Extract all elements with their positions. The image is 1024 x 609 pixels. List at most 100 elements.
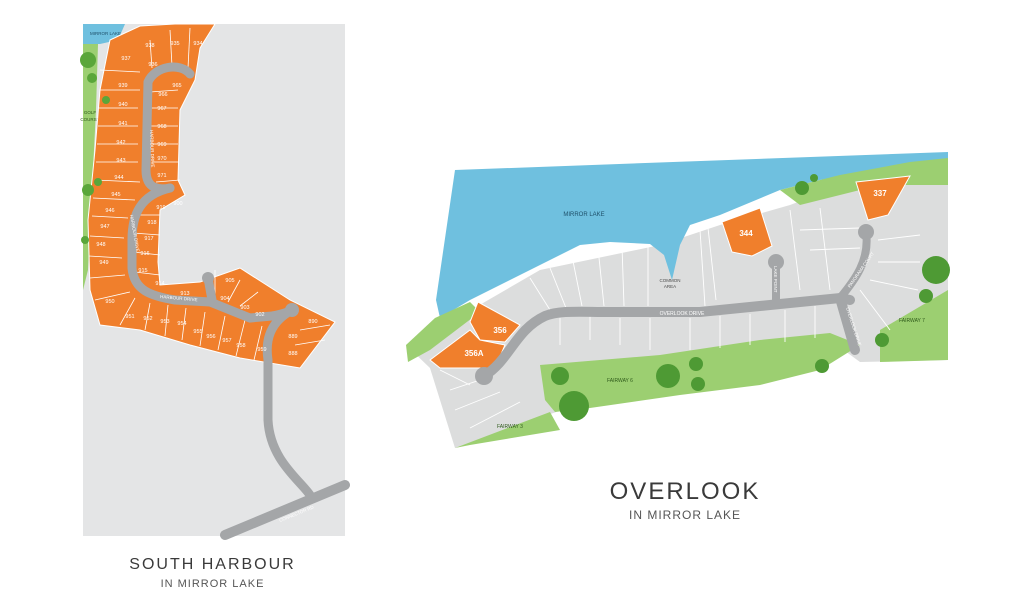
lot-label: 913 [180,291,189,297]
overlook-title: OVERLOOK [609,478,761,505]
cul-de-sac-2 [285,303,299,317]
lot-label: 942 [116,140,125,146]
lot-356 [469,301,521,343]
overlook-lake-label: MIRROR LAKE [563,212,604,218]
lot-label: 951 [125,314,134,320]
lot-label-337: 337 [873,189,887,198]
lot-label: 958 [236,343,245,349]
lot-label: 953 [160,319,169,325]
road-label-2: HARBOUR DRIVE [129,214,140,252]
lot-label: 945 [111,192,120,198]
lot-label: 959 [257,347,266,353]
lot-label: 937 [121,56,130,62]
golf-left [406,302,480,362]
overlook-subtitle: IN MIRROR LAKE [628,508,741,522]
fairway-3-area [455,412,560,448]
tree-icon [559,391,589,421]
south-harbour-lake-label: MIRROR LAKE [90,31,121,36]
golf-label-2: COURSE [80,117,99,122]
lot-label: 903 [240,305,249,311]
lot-label: 949 [99,260,108,266]
tree-icon [810,174,818,182]
lot-label: 905 [225,278,234,284]
lot-label: 890 [308,319,317,325]
lot-label: 957 [222,338,231,344]
tree-icon [81,236,89,244]
overlook-cul-de-sac-1 [475,367,493,385]
tree-icon [82,184,94,196]
tree-icon [689,357,703,371]
south-harbour-title: SOUTH HARBOUR [129,556,296,573]
tree-icon [815,359,829,373]
lot-label: 969 [157,142,166,148]
lot-label: 967 [157,106,166,112]
lot-label: 971 [157,173,166,179]
tree-icons [80,52,110,244]
overlook-trees [551,174,950,421]
lot-label: 966 [158,92,167,98]
tree-icon [80,52,96,68]
lot-label: 955 [193,329,202,335]
tree-icon [656,364,680,388]
overlook-cul-de-sac-2 [768,254,784,270]
overlook-lot-lines [439,207,921,429]
cul-de-sac-1 [202,272,214,284]
common-area-label-1: COMMON [660,278,681,283]
lot-label-344: 344 [739,229,753,238]
lot-label: 947 [100,224,109,230]
south-harbour-roads [127,62,350,540]
lot-label: 904 [220,296,229,302]
lot-label: 956 [206,334,215,340]
golf-label-1: GOLF [84,110,97,115]
road-label-3: HARBOUR DRIVE [160,294,198,302]
lake-point-label: LAKE POINT [773,266,778,293]
south-harbour-golf [83,44,98,290]
south-harbour-subtitle: IN MIRROR LAKE [160,578,265,590]
lot-label: 936 [148,62,157,68]
fairway-7-area [880,290,948,362]
lot-label: 940 [118,102,127,108]
tree-icon [87,73,97,83]
tree-icon [919,289,933,303]
lot-label: 934 [193,41,202,47]
fairway-6-area [540,333,860,412]
tree-icon [94,178,102,186]
fairway-6-label: FAIRWAY 6 [607,378,633,384]
lot-label: 918 [147,220,156,226]
lot-label-356: 356 [493,326,507,335]
tree-icon [875,333,889,347]
lot-label: 970 [157,156,166,162]
lot-label: 914 [155,281,164,287]
lot-dividers [88,27,331,361]
overlook-lake [436,152,948,318]
lot-356a [429,329,506,369]
tree-icon [102,96,110,104]
fairway-7-label: FAIRWAY 7 [899,318,925,324]
lot-label: 935 [170,41,179,47]
overlook-map: MIRROR LAKE [406,152,950,448]
fairway-3-label: FAIRWAY 3 [497,424,523,430]
overlook-drive-label: OVERLOOK DRIVE [660,311,705,317]
tree-icon [922,256,950,284]
lot-344 [721,207,773,257]
lot-label: 943 [116,158,125,164]
lot-label: 900 [173,201,182,207]
lot-label: 888 [288,351,297,357]
south-harbour-map: MIRROR LAKE GOLF COURSE [80,23,350,540]
lot-label: 948 [96,242,105,248]
tree-icon [795,181,809,195]
lot-label: 941 [118,121,127,127]
lot-label: 965 [172,83,181,89]
lot-label: 944 [114,175,123,181]
overlook-available-lots [429,175,911,369]
lot-label: 952 [143,316,152,322]
lot-label: 946 [105,208,114,214]
lot-label-356a: 356A [464,349,483,358]
overlook-land [406,160,948,448]
lot-label: 939 [118,83,127,89]
tree-icon [691,377,705,391]
lot-label: 968 [157,124,166,130]
overlook-cul-de-sac-3 [858,224,874,240]
lot-label: 950 [105,299,114,305]
